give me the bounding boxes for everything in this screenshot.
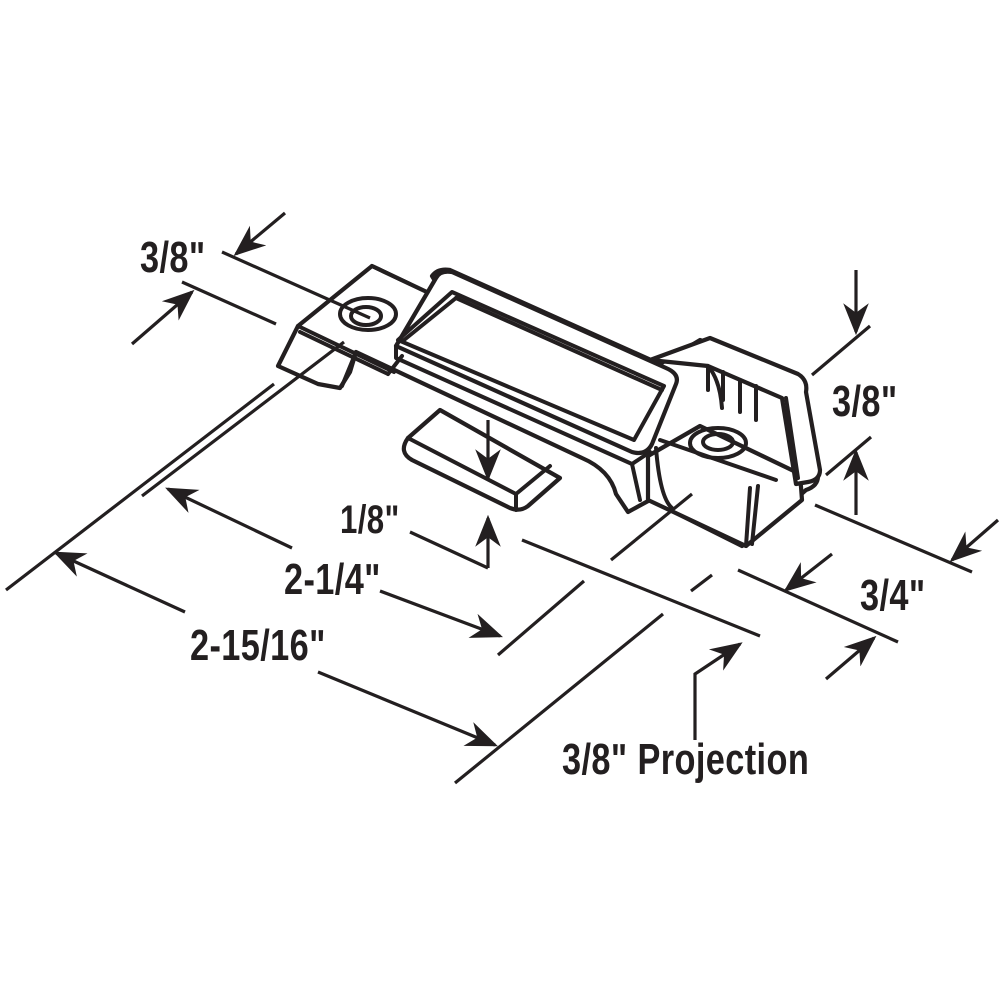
dim-label-projection: 3/8" Projection xyxy=(562,735,810,784)
handle-frame xyxy=(393,269,679,456)
dim-label-keeper-thickness: 1/8" xyxy=(340,498,400,542)
dim-label-overall-width: 3/4" xyxy=(860,571,926,620)
dim-label-cam-height: 3/8" xyxy=(832,377,898,426)
cam-lever xyxy=(647,335,823,487)
dim-label-mount-hole-width: 3/8" xyxy=(140,233,206,282)
dim-label-hole-spacing: 2-1/4" xyxy=(284,555,381,604)
right-mounting-lug xyxy=(645,423,805,549)
dimension-lines xyxy=(5,211,1000,785)
sash-lock-part xyxy=(275,263,823,549)
dim-label-overall-length: 2-15/16" xyxy=(190,621,326,670)
